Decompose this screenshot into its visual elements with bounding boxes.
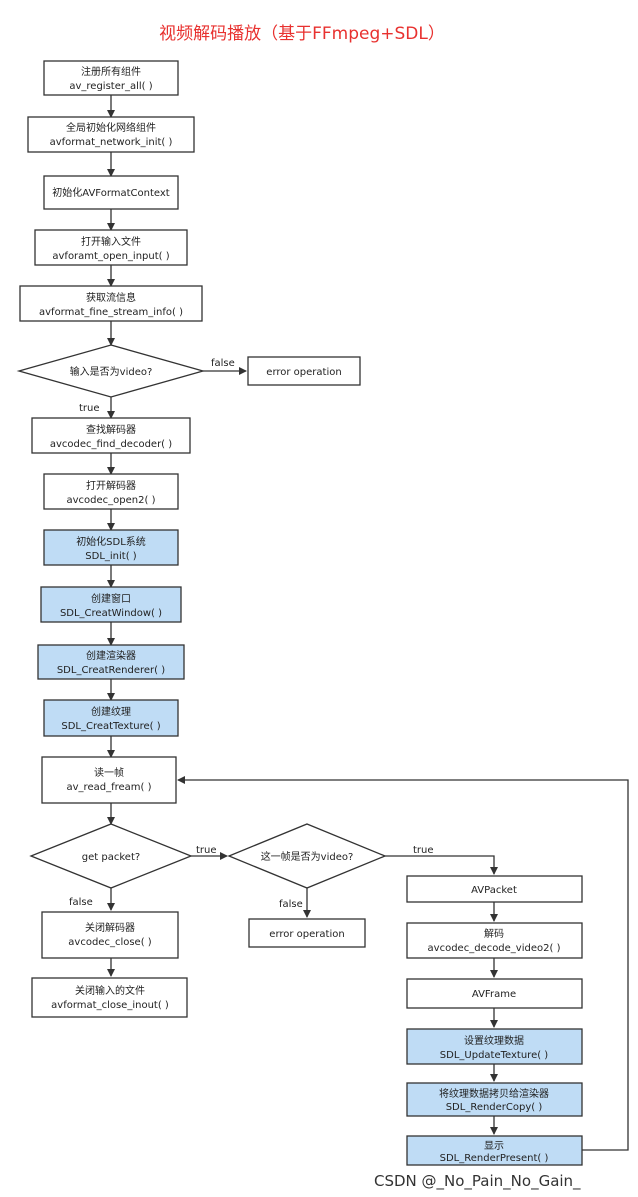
svg-text:读一帧: 读一帧: [94, 766, 124, 779]
svg-text:关闭解码器: 关闭解码器: [85, 921, 135, 934]
svg-text:输入是否为video?: 输入是否为video?: [70, 365, 153, 378]
node-avframe: AVFrame: [407, 979, 582, 1008]
svg-text:全局初始化网络组件: 全局初始化网络组件: [66, 121, 156, 134]
svg-text:SDL_init( ): SDL_init( ): [85, 551, 137, 562]
svg-text:打开输入文件: 打开输入文件: [81, 235, 141, 248]
svg-text:设置纹理数据: 设置纹理数据: [464, 1034, 524, 1047]
node-network-init: 全局初始化网络组件 avformat_network_init( ): [28, 117, 194, 152]
node-open-decoder: 打开解码器 avcodec_open2( ): [44, 474, 178, 509]
svg-text:显示: 显示: [484, 1140, 504, 1152]
svg-text:AVFrame: AVFrame: [472, 989, 516, 1000]
node-read-frame: 读一帧 av_read_fream( ): [42, 757, 176, 803]
node-stream-info: 获取流信息 avformat_fine_stream_info( ): [20, 286, 202, 321]
node-create-texture: 创建纹理 SDL_CreatTexture( ): [44, 700, 178, 736]
svg-text:创建渲染器: 创建渲染器: [86, 649, 136, 662]
svg-text:av_register_all( ): av_register_all( ): [69, 81, 152, 92]
node-render-copy: 将纹理数据拷贝给渲染器 SDL_RenderCopy( ): [407, 1083, 582, 1116]
svg-text:SDL_RenderPresent( ): SDL_RenderPresent( ): [440, 1153, 549, 1164]
svg-text:av_read_fream( ): av_read_fream( ): [67, 782, 152, 793]
svg-text:解码: 解码: [484, 927, 504, 940]
svg-text:关闭输入的文件: 关闭输入的文件: [75, 984, 145, 997]
svg-text:error operation: error operation: [269, 929, 344, 940]
node-error-operation-1: error operation: [248, 357, 360, 385]
edge-label-true: true: [196, 845, 217, 856]
svg-text:这一帧是否为video?: 这一帧是否为video?: [261, 850, 354, 863]
svg-text:SDL_RenderCopy( ): SDL_RenderCopy( ): [446, 1102, 543, 1113]
svg-text:error operation: error operation: [266, 367, 341, 378]
edge-label-false: false: [69, 897, 93, 908]
svg-text:avformat_close_inout( ): avformat_close_inout( ): [51, 1000, 169, 1011]
svg-text:avformat_fine_stream_info( ): avformat_fine_stream_info( ): [39, 307, 183, 318]
decision-is-video: 输入是否为video?: [19, 345, 203, 397]
watermark: CSDN @_No_Pain_No_Gain_: [374, 1172, 581, 1191]
node-create-window: 创建窗口 SDL_CreatWindow( ): [41, 587, 181, 622]
node-open-input: 打开输入文件 avforamt_open_input( ): [35, 230, 187, 265]
node-update-texture: 设置纹理数据 SDL_UpdateTexture( ): [407, 1029, 582, 1064]
page-title: 视频解码播放（基于FFmpeg+SDL）: [159, 24, 445, 44]
edge-label-true: true: [413, 845, 434, 856]
svg-text:创建纹理: 创建纹理: [91, 705, 131, 718]
svg-text:SDL_CreatWindow( ): SDL_CreatWindow( ): [60, 608, 162, 619]
node-close-input: 关闭输入的文件 avformat_close_inout( ): [32, 978, 187, 1017]
svg-text:AVPacket: AVPacket: [471, 885, 517, 896]
svg-text:注册所有组件: 注册所有组件: [81, 65, 141, 78]
node-decode: 解码 avcodec_decode_video2( ): [407, 923, 582, 958]
svg-text:SDL_CreatTexture( ): SDL_CreatTexture( ): [61, 721, 160, 732]
node-render-present: 显示 SDL_RenderPresent( ): [407, 1136, 582, 1165]
node-error-operation-2: error operation: [249, 919, 365, 947]
svg-text:初始化SDL系统: 初始化SDL系统: [76, 535, 146, 548]
svg-text:avcodec_decode_video2( ): avcodec_decode_video2( ): [428, 943, 561, 954]
node-create-renderer: 创建渲染器 SDL_CreatRenderer( ): [38, 645, 184, 679]
node-register: 注册所有组件 av_register_all( ): [44, 61, 178, 95]
svg-text:avformat_network_init( ): avformat_network_init( ): [50, 137, 173, 148]
svg-text:get packet?: get packet?: [82, 852, 140, 863]
decision-get-packet: get packet?: [31, 824, 191, 888]
svg-text:avforamt_open_input( ): avforamt_open_input( ): [52, 251, 169, 262]
svg-text:SDL_UpdateTexture( ): SDL_UpdateTexture( ): [440, 1050, 549, 1061]
edge-label-false: false: [211, 358, 235, 369]
svg-text:将纹理数据拷贝给渲染器: 将纹理数据拷贝给渲染器: [439, 1087, 549, 1100]
node-avpacket: AVPacket: [407, 876, 582, 902]
edge-label-false: false: [279, 899, 303, 910]
svg-text:创建窗口: 创建窗口: [91, 592, 131, 605]
decision-frame-is-video: 这一帧是否为video?: [229, 824, 385, 888]
svg-text:avcodec_find_decoder( ): avcodec_find_decoder( ): [50, 439, 172, 450]
svg-text:avcodec_open2( ): avcodec_open2( ): [67, 495, 156, 506]
svg-text:SDL_CreatRenderer( ): SDL_CreatRenderer( ): [57, 665, 165, 676]
svg-text:打开解码器: 打开解码器: [86, 479, 136, 492]
node-close-decoder: 关闭解码器 avcodec_close( ): [42, 912, 178, 958]
node-sdl-init: 初始化SDL系统 SDL_init( ): [44, 530, 178, 565]
node-init-format-context: 初始化AVFormatContext: [44, 176, 178, 209]
svg-text:查找解码器: 查找解码器: [86, 423, 136, 436]
svg-text:获取流信息: 获取流信息: [86, 291, 136, 304]
node-find-decoder: 查找解码器 avcodec_find_decoder( ): [32, 418, 190, 453]
edge-framevideo-avpacket: [385, 856, 494, 874]
edge-label-true: true: [79, 403, 100, 414]
svg-text:avcodec_close( ): avcodec_close( ): [68, 937, 151, 948]
svg-text:初始化AVFormatContext: 初始化AVFormatContext: [52, 186, 170, 199]
